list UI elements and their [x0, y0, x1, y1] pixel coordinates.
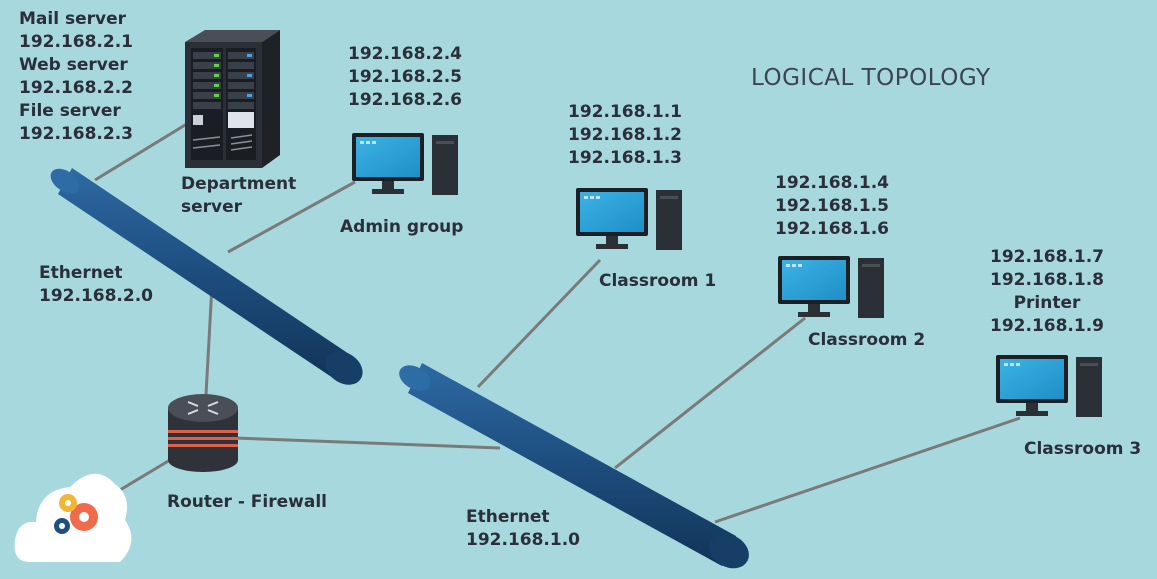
classroom-2-label: Classroom 2 — [808, 330, 926, 350]
classroom-3-ips: 192.168.1.7 192.168.1.8 Printer 192.168.… — [990, 247, 1105, 336]
server-rack-icon — [185, 30, 280, 168]
classroom-3-label: Classroom 3 — [1024, 439, 1142, 459]
classroom-1-ips: 192.168.1.1 192.168.1.2 192.168.1.3 — [568, 102, 683, 168]
link-router-ethernet2 — [204, 284, 214, 396]
ethernet-1-label: Ethernet 192.168.1.0 — [466, 507, 581, 550]
desktop-computer-icon — [352, 133, 458, 195]
server-info-label: Mail server 192.168.2.1 Web server 192.1… — [19, 9, 134, 144]
desktop-computer-icon — [576, 188, 682, 250]
ethernet-cable-2 — [50, 168, 363, 385]
ethernet-2-label: Ethernet 192.168.2.0 — [39, 263, 154, 306]
link-router-ethernet1 — [234, 436, 501, 450]
desktop-computer-icon — [778, 256, 884, 318]
link-admin-ethernet2 — [227, 180, 356, 254]
ethernet-cable-1 — [399, 363, 749, 569]
admin-group-label: Admin group — [340, 217, 464, 237]
link-classroom2-ethernet1 — [614, 316, 806, 470]
link-classroom3-ethernet1 — [714, 416, 1021, 524]
router-icon — [168, 394, 238, 472]
router-label: Router - Firewall — [167, 492, 327, 512]
cloud-gears-icon — [14, 473, 132, 562]
classroom-1-label: Classroom 1 — [599, 271, 717, 291]
link-router-cloud — [119, 458, 171, 492]
link-server-ethernet2 — [94, 120, 191, 182]
page-title: LOGICAL TOPOLOGY — [751, 65, 991, 91]
department-server-label: Department server — [181, 174, 297, 217]
admin-group-ips: 192.168.2.4 192.168.2.5 192.168.2.6 — [348, 44, 463, 110]
network-links — [94, 120, 1021, 524]
classroom-2-ips: 192.168.1.4 192.168.1.5 192.168.1.6 — [775, 173, 890, 239]
link-classroom1-ethernet1 — [476, 258, 602, 389]
desktop-computer-icon — [996, 355, 1102, 417]
